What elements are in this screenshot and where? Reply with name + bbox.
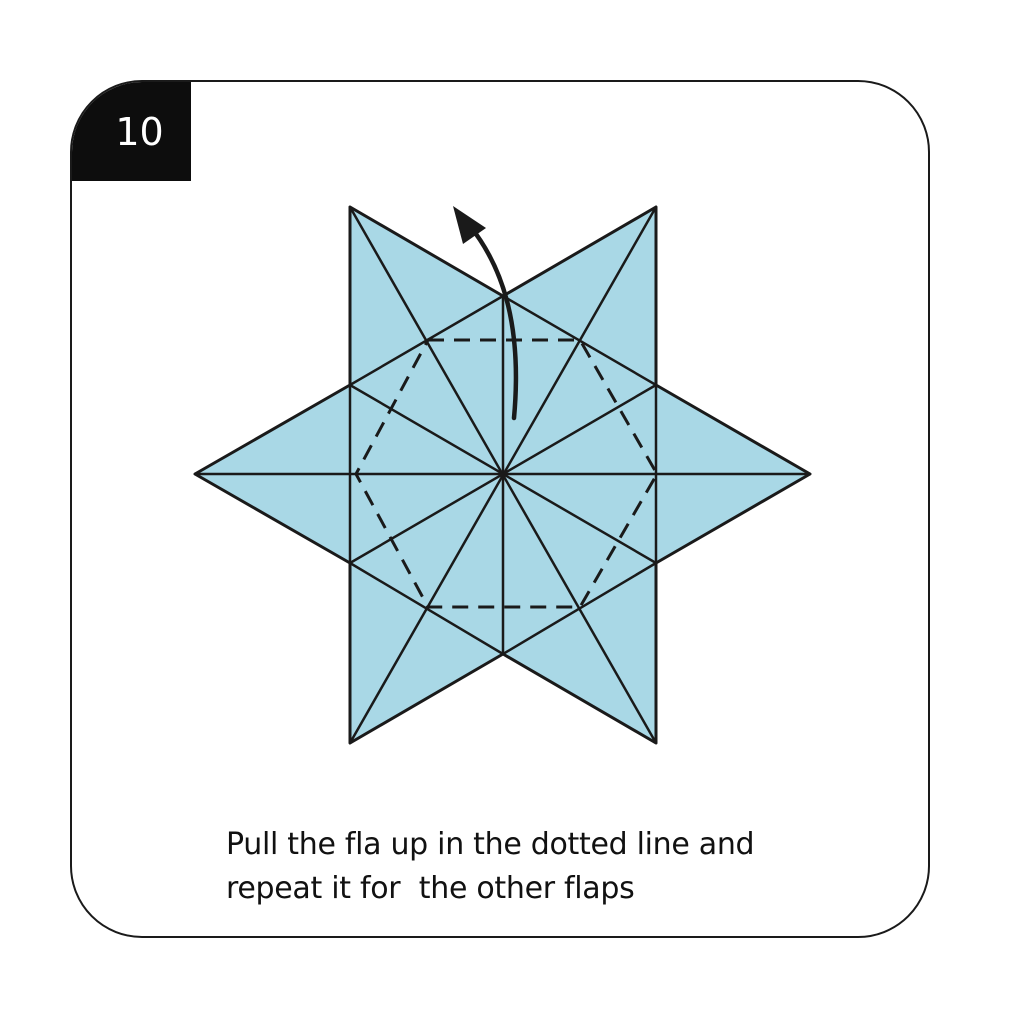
- instruction-text: Pull the fla up in the dotted line and r…: [226, 823, 866, 911]
- step-number-badge: 10: [72, 82, 191, 181]
- instruction-line-1: Pull the fla up in the dotted line and: [226, 827, 755, 862]
- step-number: 10: [115, 109, 164, 154]
- instruction-line-2: repeat it for the other flaps: [226, 871, 635, 906]
- instruction-card: 10: [70, 80, 930, 938]
